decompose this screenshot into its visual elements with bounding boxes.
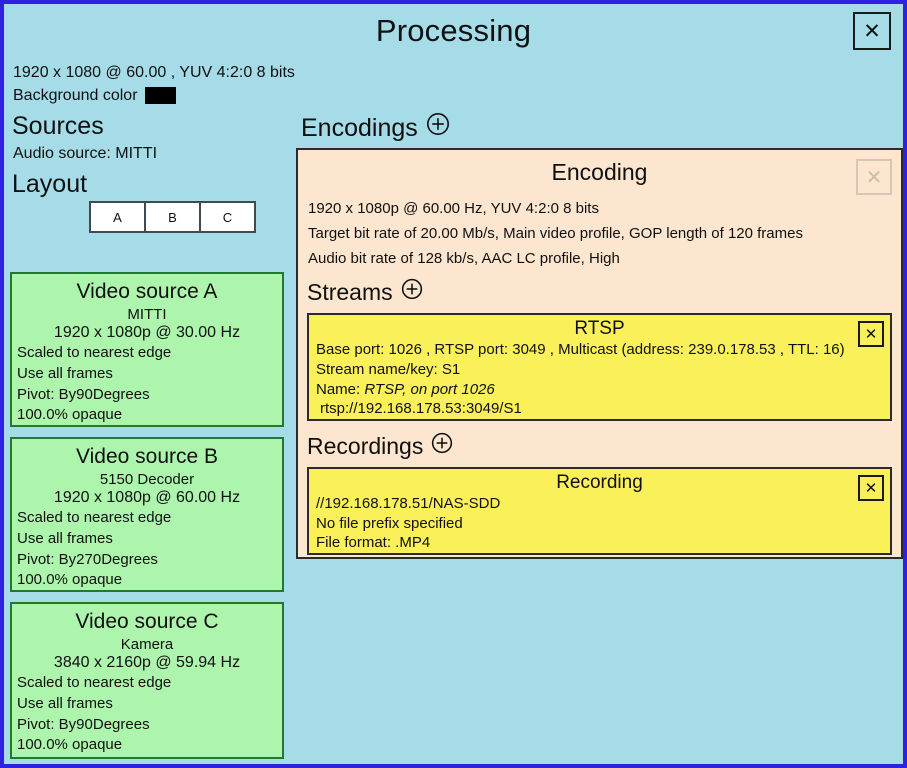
encoding-card[interactable]: Encoding ✕ 1920 x 1080p @ 60.00 Hz, YUV … [296, 148, 903, 559]
stream-namekey-line: Stream name/key: S1 [316, 360, 461, 378]
layout-button-c[interactable]: C [199, 201, 256, 233]
close-window-button[interactable]: ✕ [853, 12, 891, 50]
add-stream-icon[interactable] [401, 278, 423, 306]
add-recording-icon[interactable] [431, 432, 453, 460]
close-recording-button[interactable]: ✕ [858, 474, 884, 501]
video-source-card-c[interactable]: Video source C Kamera 3840 x 2160p @ 59.… [10, 602, 284, 759]
video-source-pivot: Pivot: By270Degrees [17, 550, 158, 568]
background-color-row: Background color [13, 86, 176, 105]
video-source-title: Video source A [76, 280, 218, 303]
audio-source-line: Audio source: MITTI [13, 145, 158, 162]
background-color-swatch[interactable] [144, 86, 176, 104]
add-encoding-icon[interactable] [426, 112, 450, 143]
stream-title: RTSP [574, 317, 625, 339]
video-source-resolution: 1920 x 1080p @ 30.00 Hz [53, 324, 241, 342]
close-icon: ✕ [863, 19, 881, 43]
sources-heading: Sources [12, 112, 104, 140]
title-bar: Processing ✕ [4, 4, 903, 62]
video-source-frames: Use all frames [17, 364, 113, 382]
format-summary: 1920 x 1080 @ 60.00 , YUV 4:2:0 8 bits [13, 64, 295, 81]
encoding-audio-line: Audio bit rate of 128 kb/s, AAC LC profi… [308, 250, 620, 267]
stream-ports-line: Base port: 1026 , RTSP port: 3049 , Mult… [316, 340, 845, 358]
video-source-scaling: Scaled to nearest edge [17, 674, 172, 692]
video-source-title: Video source B [75, 445, 219, 468]
video-source-device: 5150 Decoder [99, 471, 195, 489]
video-source-title: Video source C [75, 610, 219, 633]
stream-name-line: Name: RTSP, on port 1026 [309, 380, 890, 400]
video-source-device: Kamera [120, 636, 174, 654]
layout-button-group: A B C [89, 201, 256, 233]
video-source-pivot: Pivot: By90Degrees [17, 385, 150, 403]
close-icon: ✕ [864, 325, 878, 343]
layout-button-a[interactable]: A [89, 201, 146, 233]
video-source-pivot: Pivot: By90Degrees [17, 715, 150, 733]
recording-prefix: No file prefix specified [316, 514, 463, 532]
stream-name-label: Name: [316, 380, 365, 398]
page-title: Processing [375, 13, 532, 48]
close-encoding-button[interactable]: ✕ [856, 159, 892, 195]
recording-path: //192.168.178.51/NAS-SDD [316, 494, 501, 512]
encoding-format-line: 1920 x 1080p @ 60.00 Hz, YUV 4:2:0 8 bit… [308, 200, 599, 217]
video-source-resolution: 1920 x 1080p @ 60.00 Hz [53, 489, 241, 507]
recording-title: Recording [556, 471, 643, 493]
recordings-heading-label: Recordings [307, 432, 424, 459]
encoding-bitrate-line: Target bit rate of 20.00 Mb/s, Main vide… [308, 225, 803, 242]
stream-card-rtsp[interactable]: RTSP ✕ Base port: 1026 , RTSP port: 3049… [307, 312, 892, 421]
video-source-scaling: Scaled to nearest edge [17, 344, 172, 362]
background-color-label: Background color [13, 87, 138, 104]
layout-heading: Layout [12, 170, 88, 198]
video-source-opacity: 100.0% opaque [17, 736, 123, 754]
recording-card[interactable]: Recording ✕ //192.168.178.51/NAS-SDD No … [307, 466, 892, 555]
close-icon: ✕ [864, 479, 878, 497]
stream-name-value: RTSP, on port 1026 [364, 380, 495, 398]
layout-button-b[interactable]: B [144, 201, 201, 233]
close-stream-button[interactable]: ✕ [858, 320, 884, 347]
encodings-heading: Encodings [301, 112, 450, 145]
video-source-opacity: 100.0% opaque [17, 406, 123, 424]
video-source-frames: Use all frames [17, 694, 113, 712]
streams-heading-label: Streams [307, 279, 393, 305]
video-source-resolution: 3840 x 2160p @ 59.94 Hz [53, 654, 241, 672]
encoding-title: Encoding [551, 159, 648, 185]
streams-heading: Streams [298, 278, 901, 308]
encodings-heading-label: Encodings [301, 114, 418, 143]
video-source-scaling: Scaled to nearest edge [17, 509, 172, 527]
video-source-card-b[interactable]: Video source B 5150 Decoder 1920 x 1080p… [10, 437, 284, 592]
close-icon: ✕ [865, 166, 883, 189]
stream-url: rtsp://192.168.178.53:3049/S1 [320, 400, 522, 418]
video-source-card-a[interactable]: Video source A MITTI 1920 x 1080p @ 30.0… [10, 272, 284, 427]
video-source-frames: Use all frames [17, 529, 113, 547]
video-source-device: MITTI [127, 306, 167, 324]
recording-format: File format: .MP4 [316, 534, 431, 552]
video-source-opacity: 100.0% opaque [17, 571, 123, 589]
recordings-heading: Recordings [298, 432, 901, 462]
